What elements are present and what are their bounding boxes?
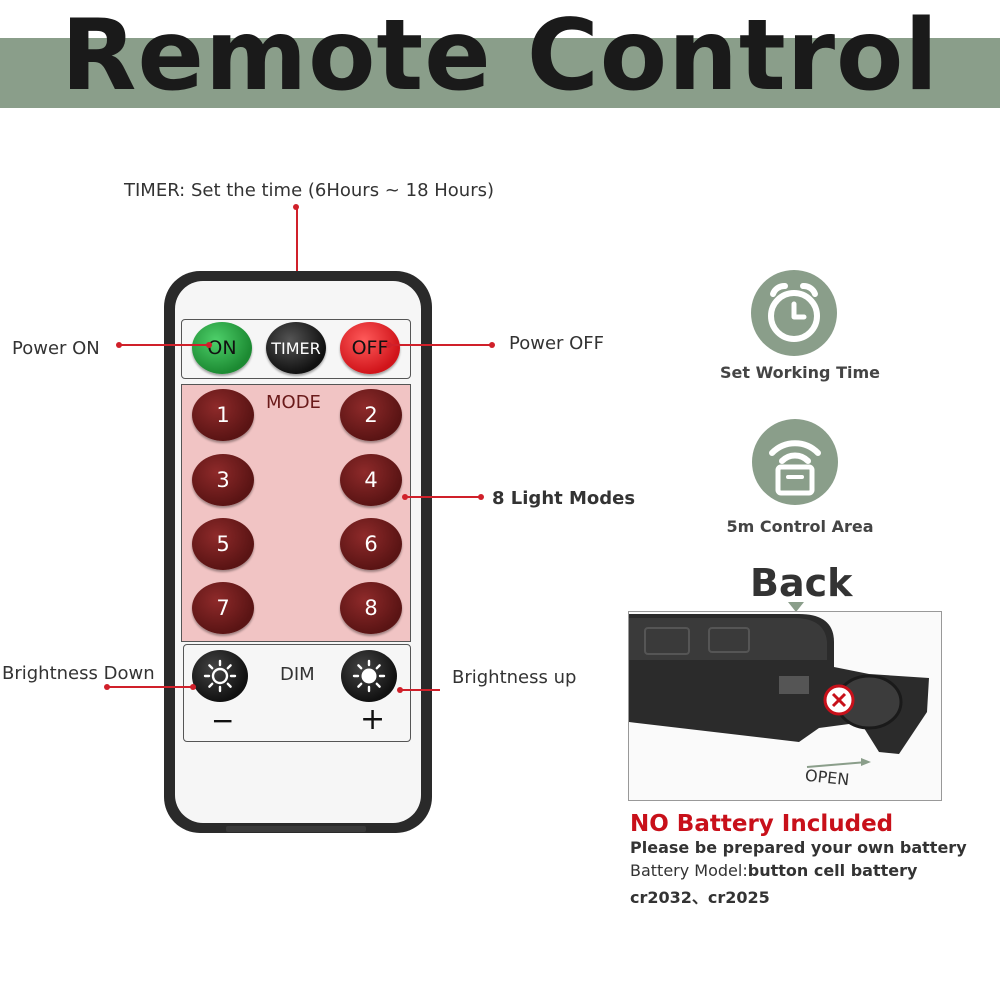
light-modes-callout: 8 Light Modes [492,488,636,509]
power-on-leader-line [119,344,209,346]
power-off-callout: Power OFF [509,333,605,354]
on-button-label: ON [207,337,237,359]
power-off-leader-line [389,344,491,346]
remote-bottom-edge [226,826,366,832]
back-pointer [788,602,804,612]
battery-model-line: Battery Model:button cell battery [630,861,917,880]
dim-row [183,644,411,742]
brightness-down-dot-right [190,684,196,690]
mode-button-4-label: 4 [364,468,378,492]
wifi-signal-icon [769,440,821,496]
mode-button-1-label: 1 [216,403,230,427]
light-modes-dot-right [478,494,484,500]
mode-button-7-label: 7 [216,596,230,620]
brightness-down-button[interactable] [192,650,248,702]
brightness-down-leader-line [107,686,193,688]
mode-button-8[interactable]: 8 [340,582,402,634]
timer-button[interactable]: TIMER [266,322,326,374]
dim-label: DIM [280,664,315,685]
mode-button-3-label: 3 [216,468,230,492]
brightness-up-leader-line [400,689,440,691]
battery-note-line-1: Please be prepared your own battery [630,838,967,857]
back-title: Back [750,561,853,605]
power-on-callout: Power ON [12,338,100,359]
sun-filled-icon [352,659,386,693]
mode-button-6-label: 6 [364,532,378,556]
alarm-clock-icon [768,283,820,342]
sun-outline-icon [203,659,237,693]
timer-callout: TIMER: Set the time (6Hours ~ 18 Hours) [124,180,494,201]
battery-model-prefix: Battery Model: [630,861,748,880]
plus-label: + [360,702,386,737]
brightness-up-button[interactable] [341,650,397,702]
off-button-label: OFF [351,337,389,359]
on-button[interactable]: ON [192,322,252,374]
mode-button-7[interactable]: 7 [192,582,254,634]
page-title: Remote Control [61,0,939,113]
battery-model-values: cr2032、cr2025 [630,888,770,907]
mode-button-3[interactable]: 3 [192,454,254,506]
power-on-dot-right [206,342,212,348]
mode-button-5-label: 5 [216,532,230,556]
brightness-down-callout: Brightness Down [2,663,155,684]
brightness-up-callout: Brightness up [452,667,577,688]
control-area-badge [752,419,838,505]
light-modes-leader-line [405,496,481,498]
control-area-label: 5m Control Area [726,517,874,536]
mode-label: MODE [266,392,321,413]
mode-button-1[interactable]: 1 [192,389,254,441]
minus-label: − [211,704,235,737]
no-battery-title: NO Battery Included [630,811,894,837]
set-working-time-label: Set Working Time [719,363,880,382]
battery-photo: OPEN [628,611,942,801]
battery-compartment-illustration [629,614,929,768]
battery-model-type: button cell battery [747,861,918,880]
timer-button-label: TIMER [271,338,321,358]
power-row [181,319,411,379]
mode-button-5[interactable]: 5 [192,518,254,570]
set-working-time-badge [751,270,837,356]
off-button[interactable]: OFF [340,322,400,374]
timer-leader-dot [293,204,299,210]
mode-button-2[interactable]: 2 [340,389,402,441]
title-band [0,38,1000,108]
mode-button-8-label: 8 [364,596,378,620]
power-off-dot-right [489,342,495,348]
mode-button-2-label: 2 [364,403,378,427]
mode-button-6[interactable]: 6 [340,518,402,570]
mode-button-4[interactable]: 4 [340,454,402,506]
